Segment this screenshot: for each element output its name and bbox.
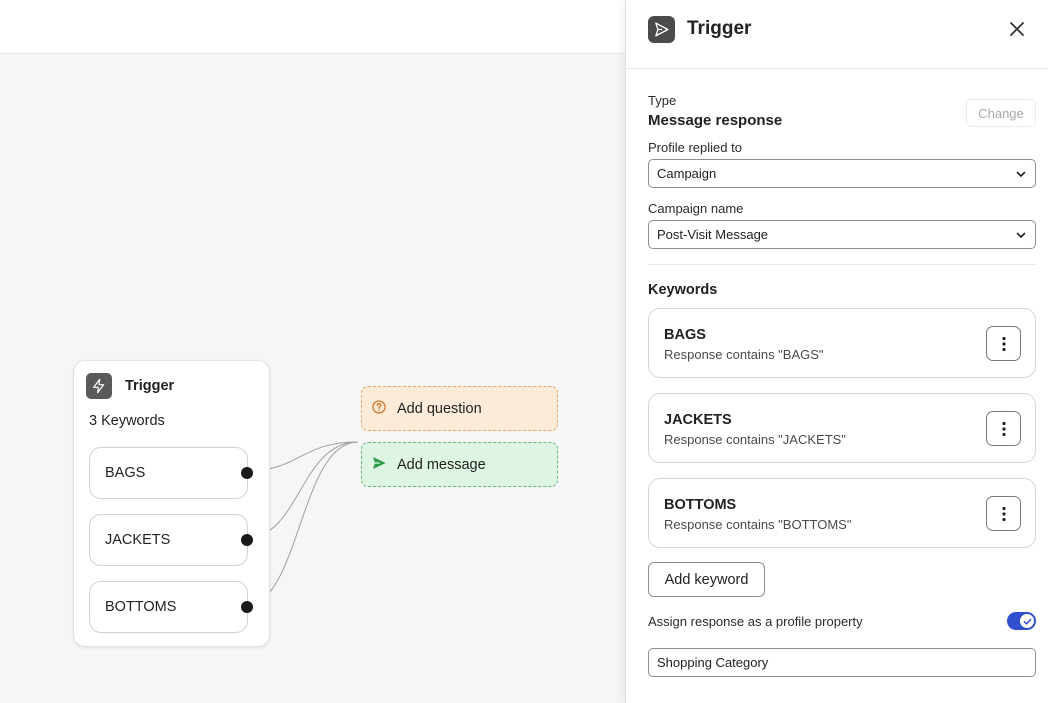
add-message-button[interactable]: Add message bbox=[361, 442, 558, 487]
canvas-top-bar bbox=[0, 0, 625, 54]
profile-property-input[interactable] bbox=[648, 648, 1036, 677]
change-type-button[interactable]: Change bbox=[966, 99, 1036, 127]
connector-handle[interactable] bbox=[241, 467, 253, 479]
add-message-label: Add message bbox=[397, 456, 486, 473]
keyword-name: BAGS bbox=[664, 327, 706, 343]
type-value: Message response bbox=[648, 112, 783, 129]
campaign-name-label: Campaign name bbox=[648, 201, 744, 216]
send-icon bbox=[371, 455, 387, 475]
more-vertical-icon[interactable] bbox=[986, 326, 1021, 361]
keyword-name: JACKETS bbox=[664, 412, 732, 428]
keyword-name: BOTTOMS bbox=[664, 497, 737, 513]
panel-title: Trigger bbox=[687, 18, 752, 39]
chevron-down-icon bbox=[1015, 168, 1027, 183]
keyword-node-label: BOTTOMS bbox=[105, 599, 177, 615]
keyword-node-jackets[interactable]: JACKETS bbox=[89, 514, 253, 566]
add-question-button[interactable]: Add question bbox=[361, 386, 558, 431]
keyword-description: Response contains "BOTTOMS" bbox=[664, 517, 852, 532]
panel-header: Trigger bbox=[626, 0, 1048, 69]
keyword-node-bags[interactable]: BAGS bbox=[89, 447, 253, 499]
keyword-description: Response contains "JACKETS" bbox=[664, 432, 846, 447]
keyword-node-label: JACKETS bbox=[105, 532, 171, 548]
profile-replied-value: Campaign bbox=[657, 166, 717, 181]
campaign-name-value: Post-Visit Message bbox=[657, 227, 769, 242]
question-circle-icon bbox=[371, 399, 387, 419]
profile-replied-select[interactable]: Campaign bbox=[648, 159, 1036, 188]
add-keyword-button[interactable]: Add keyword bbox=[648, 562, 765, 597]
add-question-label: Add question bbox=[397, 400, 482, 417]
chevron-down-icon bbox=[1015, 229, 1027, 244]
keywords-heading: Keywords bbox=[648, 282, 718, 298]
assign-property-toggle[interactable] bbox=[1007, 612, 1036, 630]
connector-handle[interactable] bbox=[241, 534, 253, 546]
keyword-card-bags: BAGS Response contains "BAGS" bbox=[648, 308, 1036, 378]
connector-handle[interactable] bbox=[241, 601, 253, 613]
check-icon bbox=[1020, 614, 1034, 628]
keyword-card-jackets: JACKETS Response contains "JACKETS" bbox=[648, 393, 1036, 463]
keyword-count: 3 Keywords bbox=[89, 413, 165, 429]
keyword-card-bottoms: BOTTOMS Response contains "BOTTOMS" bbox=[648, 478, 1036, 548]
send-icon bbox=[648, 16, 675, 43]
more-vertical-icon[interactable] bbox=[986, 411, 1021, 446]
lightning-icon bbox=[86, 373, 112, 399]
profile-replied-label: Profile replied to bbox=[648, 140, 742, 155]
keyword-node-bottoms[interactable]: BOTTOMS bbox=[89, 581, 253, 633]
more-vertical-icon[interactable] bbox=[986, 496, 1021, 531]
keyword-description: Response contains "BAGS" bbox=[664, 347, 824, 362]
trigger-node[interactable]: Trigger 3 Keywords BAGS JACKETS BOTTOMS bbox=[73, 360, 270, 647]
close-icon[interactable] bbox=[1006, 18, 1028, 40]
keyword-node-label: BAGS bbox=[105, 465, 146, 481]
trigger-node-header: Trigger bbox=[86, 373, 174, 399]
campaign-name-select[interactable]: Post-Visit Message bbox=[648, 220, 1036, 249]
section-divider bbox=[648, 264, 1036, 265]
trigger-node-title: Trigger bbox=[125, 378, 175, 394]
trigger-settings-panel: Trigger Type Message response Change Pro… bbox=[625, 0, 1048, 703]
type-label: Type bbox=[648, 93, 677, 108]
assign-property-label: Assign response as a profile property bbox=[648, 614, 863, 629]
